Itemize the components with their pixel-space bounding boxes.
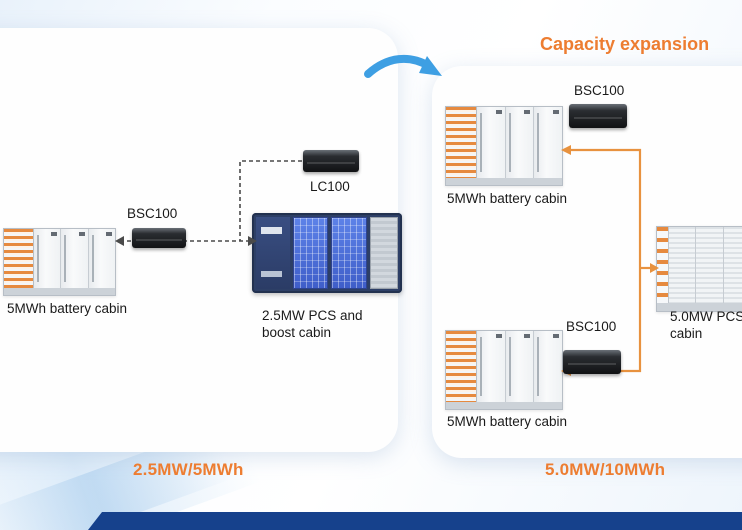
cabinet-door [477, 107, 506, 178]
pcs-converter-bay [293, 217, 329, 289]
pcs-cabin-graphic [656, 226, 742, 312]
cabinet-door [477, 331, 506, 402]
cabinet-door [534, 107, 562, 178]
expansion-arrowhead [419, 56, 442, 76]
battery-rack [4, 229, 34, 288]
bsc100-top-label: BSC100 [574, 83, 625, 98]
lc100-device-graphic [303, 150, 359, 172]
battery-rack [446, 331, 478, 402]
pcs-boost-cabin-label: 2.5MW PCS and boost cabin [262, 308, 363, 340]
bsc100-left-label: BSC100 [127, 206, 178, 221]
bsc100-bottom-label: BSC100 [566, 319, 617, 334]
left-system-rating: 2.5MW/5MWh [133, 460, 244, 479]
battery-cabin-left-label: 5MWh battery cabin [7, 301, 128, 316]
pcs-vent-panel [723, 227, 742, 303]
pcs-vent-bay [369, 217, 398, 289]
cabinet-door [505, 107, 535, 178]
footer-bar [88, 512, 742, 530]
pcs-converter-bay [331, 217, 367, 289]
bsc100-bottom-device-graphic [563, 350, 621, 374]
pcs-vent-panel [696, 227, 724, 303]
capacity-expansion-title: Capacity expansion [540, 34, 710, 54]
cabinet-door [33, 229, 62, 288]
pcs-orange-strip [657, 227, 669, 303]
pcs-cabin-label: 5.0MW PCS cabin [670, 309, 742, 341]
cabinet-door [505, 331, 535, 402]
battery-cabin-bottom-graphic [445, 330, 563, 410]
battery-cabin-top-graphic [445, 106, 563, 186]
battery-cabin-bottom-label: 5MWh battery cabin [447, 414, 568, 429]
battery-rack [446, 107, 478, 178]
bsc100-top-device-graphic [569, 104, 627, 128]
cabinet-door [61, 229, 89, 288]
lc100-label: LC100 [310, 179, 350, 194]
battery-cabin-top-label: 5MWh battery cabin [447, 191, 568, 206]
bsc100-device-graphic [132, 228, 186, 248]
right-system-rating: 5.0MW/10MWh [545, 460, 666, 479]
cabinet-door [534, 331, 562, 402]
pcs-boost-cabin-graphic [252, 213, 402, 293]
pcs-control-bay [256, 217, 291, 289]
pcs-vent-panel [669, 227, 697, 303]
battery-cabin-graphic [3, 228, 116, 296]
cabinet-door [88, 229, 115, 288]
